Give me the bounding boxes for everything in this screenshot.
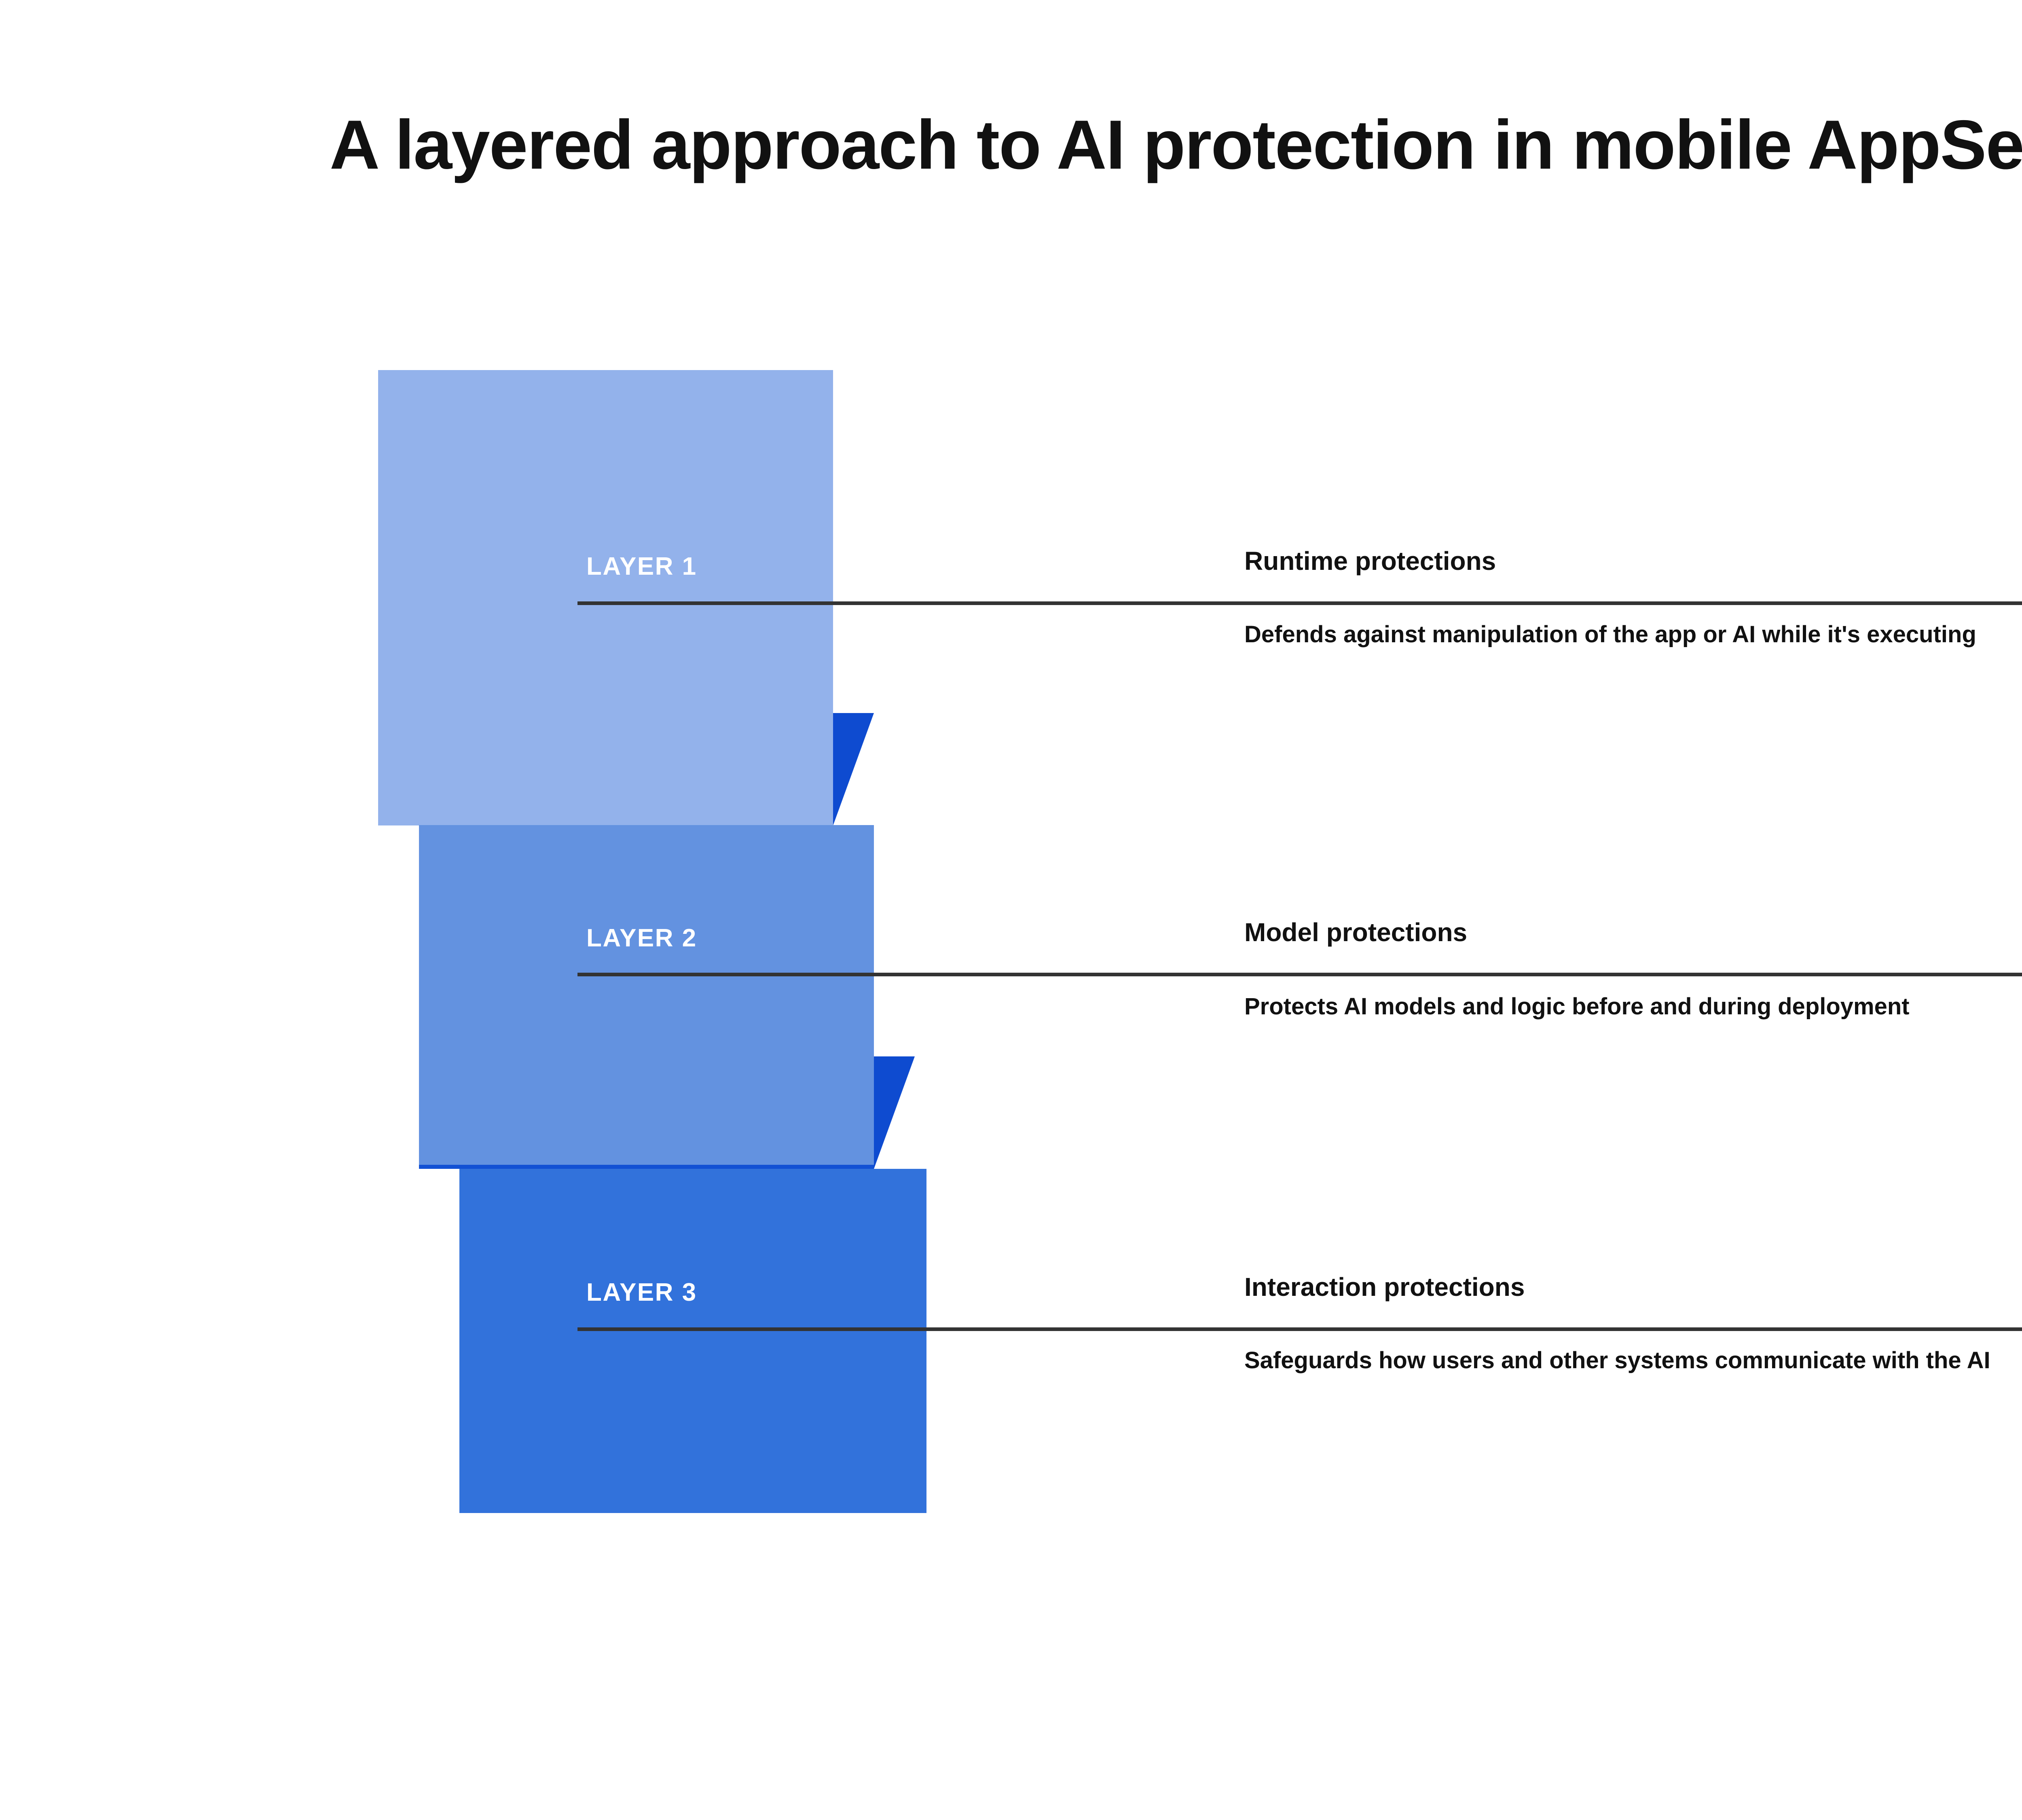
layer-3-box xyxy=(459,1169,926,1513)
layer-1-heading: Runtime protections xyxy=(1244,546,1496,576)
layer-1-badge: LAYER 1 xyxy=(586,552,697,580)
layer-3-description: Safeguards how users and other systems c… xyxy=(1244,1347,1990,1373)
layer-1-divider xyxy=(577,601,2022,605)
layer-3-heading: Interaction protections xyxy=(1244,1272,1525,1302)
layer-2-divider xyxy=(577,973,2022,976)
layer-2-description: Protects AI models and logic before and … xyxy=(1244,993,1910,1020)
layer-2-bottom-edge xyxy=(419,1165,874,1169)
layer-1-description: Defends against manipulation of the app … xyxy=(1244,621,1976,648)
layer-1-box xyxy=(378,370,833,825)
fold-corner-icon-1 xyxy=(833,713,874,825)
layer-3-divider xyxy=(577,1327,2022,1331)
layer-2-box xyxy=(419,825,874,1168)
layer-2-badge: LAYER 2 xyxy=(586,924,697,952)
layer-3-badge: LAYER 3 xyxy=(586,1278,697,1306)
page-title: A layered approach to AI protection in m… xyxy=(330,106,2022,184)
fold-corner-icon-2 xyxy=(874,1056,915,1169)
layer-2-heading: Model protections xyxy=(1244,918,1468,947)
